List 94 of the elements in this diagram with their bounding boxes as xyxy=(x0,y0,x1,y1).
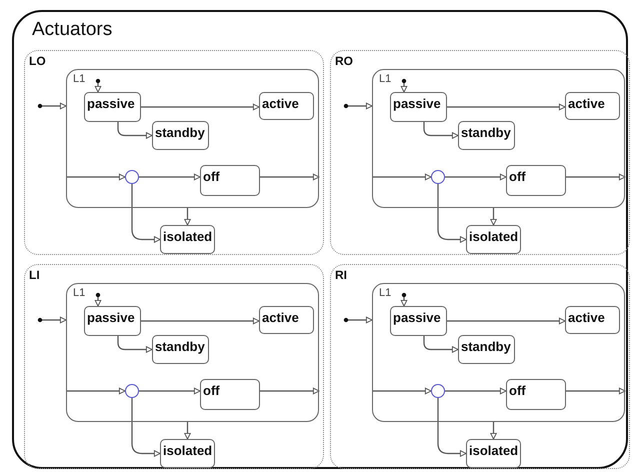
state-box xyxy=(390,306,447,336)
default-transition-arrow xyxy=(94,292,102,306)
superstate-box xyxy=(66,283,319,422)
transition-arrow xyxy=(437,184,466,243)
region-label: RI xyxy=(335,269,347,281)
state-name: standby xyxy=(155,126,205,139)
junction-circle xyxy=(431,384,445,398)
transition-arrow xyxy=(260,388,320,394)
default-transition-arrow xyxy=(400,78,408,92)
superstate-box xyxy=(372,283,625,422)
transition-arrow xyxy=(66,388,126,394)
state-box xyxy=(84,306,141,336)
state-box xyxy=(259,306,314,334)
superstate-box xyxy=(372,69,625,208)
transition-arrow xyxy=(184,208,191,226)
state-box xyxy=(565,92,620,120)
transition-arrow xyxy=(131,184,160,243)
state-name: isolated xyxy=(469,230,518,243)
state-box xyxy=(506,165,566,196)
transition-arrow xyxy=(184,422,191,440)
state-box xyxy=(466,225,521,254)
title: Actuators xyxy=(32,20,112,39)
state-name: active xyxy=(262,311,299,324)
state-name: off xyxy=(509,384,526,397)
chart-container xyxy=(12,10,628,469)
state-name: passive xyxy=(87,311,135,324)
state-box xyxy=(565,306,620,334)
transition-arrow xyxy=(490,208,497,226)
transition-arrow xyxy=(141,318,260,324)
region-label: LI xyxy=(29,269,40,281)
transition-arrow xyxy=(490,422,497,440)
default-transition-arrow xyxy=(400,292,408,306)
state-box xyxy=(152,121,209,150)
superstate-box xyxy=(66,69,319,208)
state-name: standby xyxy=(155,340,205,353)
state-name: active xyxy=(262,97,299,110)
region-container xyxy=(330,50,630,255)
transition-arrow xyxy=(260,174,320,180)
default-transition-arrow xyxy=(38,316,66,324)
region-container xyxy=(330,264,630,469)
state-name: off xyxy=(509,170,526,183)
state-box xyxy=(466,439,521,468)
transition-arrow xyxy=(566,174,626,180)
state-box xyxy=(200,379,260,410)
state-name: passive xyxy=(87,97,135,110)
transition-arrow xyxy=(372,388,432,394)
state-box xyxy=(160,225,215,254)
state-name: passive xyxy=(393,97,441,110)
default-transition-arrow xyxy=(38,102,66,110)
default-transition-arrow xyxy=(344,102,372,110)
state-box xyxy=(390,92,447,122)
transition-arrow xyxy=(437,398,466,457)
state-box xyxy=(458,121,515,150)
transition-arrow xyxy=(447,104,566,110)
transition-arrow xyxy=(131,398,160,457)
state-box xyxy=(200,165,260,196)
state-box xyxy=(84,92,141,122)
region-label: RO xyxy=(335,55,353,67)
state-name: standby xyxy=(461,340,511,353)
junction-circle xyxy=(431,170,445,184)
state-name: passive xyxy=(393,311,441,324)
state-name: L1 xyxy=(73,74,86,85)
state-name: L1 xyxy=(73,288,86,299)
transition-arrow xyxy=(445,388,506,394)
state-name: off xyxy=(203,170,220,183)
transition-arrow xyxy=(445,174,506,180)
state-box xyxy=(259,92,314,120)
state-name: isolated xyxy=(163,230,212,243)
state-box xyxy=(506,379,566,410)
transition-arrow xyxy=(139,388,200,394)
state-name: active xyxy=(568,311,605,324)
junction-circle xyxy=(125,170,139,184)
state-name: off xyxy=(203,384,220,397)
transition-arrow xyxy=(447,318,566,324)
state-name: active xyxy=(568,97,605,110)
transition-arrow xyxy=(141,104,260,110)
state-box xyxy=(458,335,515,364)
region-container xyxy=(24,264,324,469)
transition-arrow xyxy=(566,388,626,394)
state-name: standby xyxy=(461,126,511,139)
state-box xyxy=(160,439,215,468)
region-label: LO xyxy=(29,55,46,67)
transition-arrow xyxy=(372,174,432,180)
state-name: isolated xyxy=(163,444,212,457)
state-name: L1 xyxy=(379,74,392,85)
default-transition-arrow xyxy=(344,316,372,324)
junction-circle xyxy=(125,384,139,398)
default-transition-arrow xyxy=(94,78,102,92)
state-name: L1 xyxy=(379,288,392,299)
state-box xyxy=(152,335,209,364)
transition-arrow xyxy=(139,174,200,180)
region-container xyxy=(24,50,324,255)
transition-arrow xyxy=(66,174,126,180)
state-name: isolated xyxy=(469,444,518,457)
